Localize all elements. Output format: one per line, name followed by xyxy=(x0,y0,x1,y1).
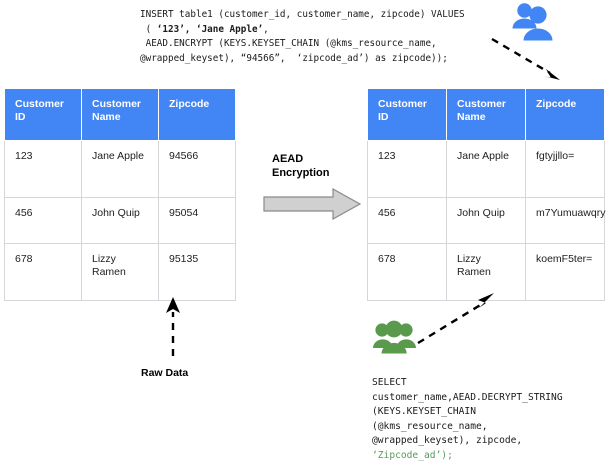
cell-customer-name: Lizzy Ramen xyxy=(446,243,526,301)
cell-zipcode: koemF5ter= xyxy=(525,243,605,301)
table-row: 123 Jane Apple 94566 xyxy=(4,140,236,198)
users-group-icon-blue xyxy=(508,2,554,44)
sql-line: ( ‘123’, ‘Jane Apple’, xyxy=(140,23,465,38)
select-sql-statement: SELECT customer_name,AEAD.DECRYPT_STRING (… xyxy=(372,376,563,464)
column-header-customer-name: Customer Name xyxy=(81,88,159,141)
sql-segment: INSERT table1 (customer_id, customer_nam… xyxy=(140,9,465,20)
cell-customer-id: 678 xyxy=(4,243,82,301)
sql-line: INSERT table1 (customer_id, customer_nam… xyxy=(140,8,465,23)
cell-zipcode: m7Yumuawqry xyxy=(525,197,605,244)
arrow-select-to-encrypted-table xyxy=(416,288,502,346)
encryption-block-arrow-icon xyxy=(263,187,362,221)
aead-encryption-label: AEAD Encryption xyxy=(272,152,329,180)
insert-sql-statement: INSERT table1 (customer_id, customer_nam… xyxy=(140,8,465,66)
encrypted-table: Customer ID Customer Name Zipcode 123 Ja… xyxy=(367,88,605,301)
sql-segment: @wrapped_keyset), “94566”, ‘zipcode_ad’)… xyxy=(140,52,448,64)
sql-segment: (@kms_resource_name, xyxy=(372,420,488,432)
aead-label-line2: Encryption xyxy=(272,167,330,179)
column-header-customer-name: Customer Name xyxy=(446,88,526,141)
cell-customer-id: 123 xyxy=(367,140,447,198)
sql-line: AEAD.ENCRYPT (KEYS.KEYSET_CHAIN (@kms_re… xyxy=(140,37,465,52)
sql-line: @wrapped_keyset), zipcode, xyxy=(372,434,563,449)
sql-segment: ‘Zipcode_ad’); xyxy=(372,449,453,461)
cell-customer-id: 456 xyxy=(367,197,447,244)
sql-segment: AEAD.ENCRYPT (KEYS.KEYSET_CHAIN (@kms_re… xyxy=(140,38,437,49)
sql-line: (KEYS.KEYSET_CHAIN xyxy=(372,405,563,420)
sql-segment: @wrapped_keyset), zipcode, xyxy=(372,435,523,447)
table-row: 678 Lizzy Ramen koemF5ter= xyxy=(367,243,605,301)
sql-segment: ‘123’, ‘Jane Apple’ xyxy=(156,23,264,35)
raw-data-label: Raw Data xyxy=(141,367,189,379)
cell-customer-name: Jane Apple xyxy=(446,140,526,198)
column-header-customer-id: Customer ID xyxy=(4,88,82,141)
cell-customer-name: John Quip xyxy=(446,197,526,244)
cell-customer-id: 678 xyxy=(367,243,447,301)
plaintext-table: Customer ID Customer Name Zipcode 123 Ja… xyxy=(4,88,236,301)
cell-zipcode: 95135 xyxy=(158,243,236,301)
column-header-customer-id: Customer ID xyxy=(367,88,447,141)
cell-customer-id: 123 xyxy=(4,140,82,198)
column-header-zipcode: Zipcode xyxy=(525,88,605,141)
cell-customer-name: Jane Apple xyxy=(81,140,159,198)
cell-zipcode: 95054 xyxy=(158,197,236,244)
cell-customer-name: John Quip xyxy=(81,197,159,244)
arrow-insert-to-encrypted-table xyxy=(490,36,566,84)
column-header-zipcode: Zipcode xyxy=(158,88,236,141)
cell-zipcode: 94566 xyxy=(158,140,236,198)
sql-line: ‘Zipcode_ad’); xyxy=(372,449,563,464)
users-group-icon-green xyxy=(373,317,419,359)
table-header-row: Customer ID Customer Name Zipcode xyxy=(367,88,605,141)
aead-label-line1: AEAD xyxy=(272,153,304,165)
table-header-row: Customer ID Customer Name Zipcode xyxy=(4,88,236,141)
sql-segment: ( xyxy=(140,23,157,35)
sql-line: SELECT xyxy=(372,376,563,391)
sql-segment: , xyxy=(263,23,269,35)
table-row: 456 John Quip m7Yumuawqry xyxy=(367,197,605,244)
sql-segment: (KEYS.KEYSET_CHAIN xyxy=(372,406,476,418)
cell-customer-name: Lizzy Ramen xyxy=(81,243,159,301)
table-row: 456 John Quip 95054 xyxy=(4,197,236,244)
cell-zipcode: fgtyjjllo= xyxy=(525,140,605,198)
sql-line: customer_name,AEAD.DECRYPT_STRING xyxy=(372,391,563,406)
sql-line: @wrapped_keyset), “94566”, ‘zipcode_ad’)… xyxy=(140,52,465,67)
sql-line: (@kms_resource_name, xyxy=(372,420,563,435)
sql-segment: customer_name,AEAD.DECRYPT_STRING xyxy=(372,391,563,403)
cell-customer-id: 456 xyxy=(4,197,82,244)
table-row: 678 Lizzy Ramen 95135 xyxy=(4,243,236,301)
sql-segment: SELECT xyxy=(372,377,407,388)
table-row: 123 Jane Apple fgtyjjllo= xyxy=(367,140,605,198)
arrow-raw-data-to-table xyxy=(150,296,196,358)
